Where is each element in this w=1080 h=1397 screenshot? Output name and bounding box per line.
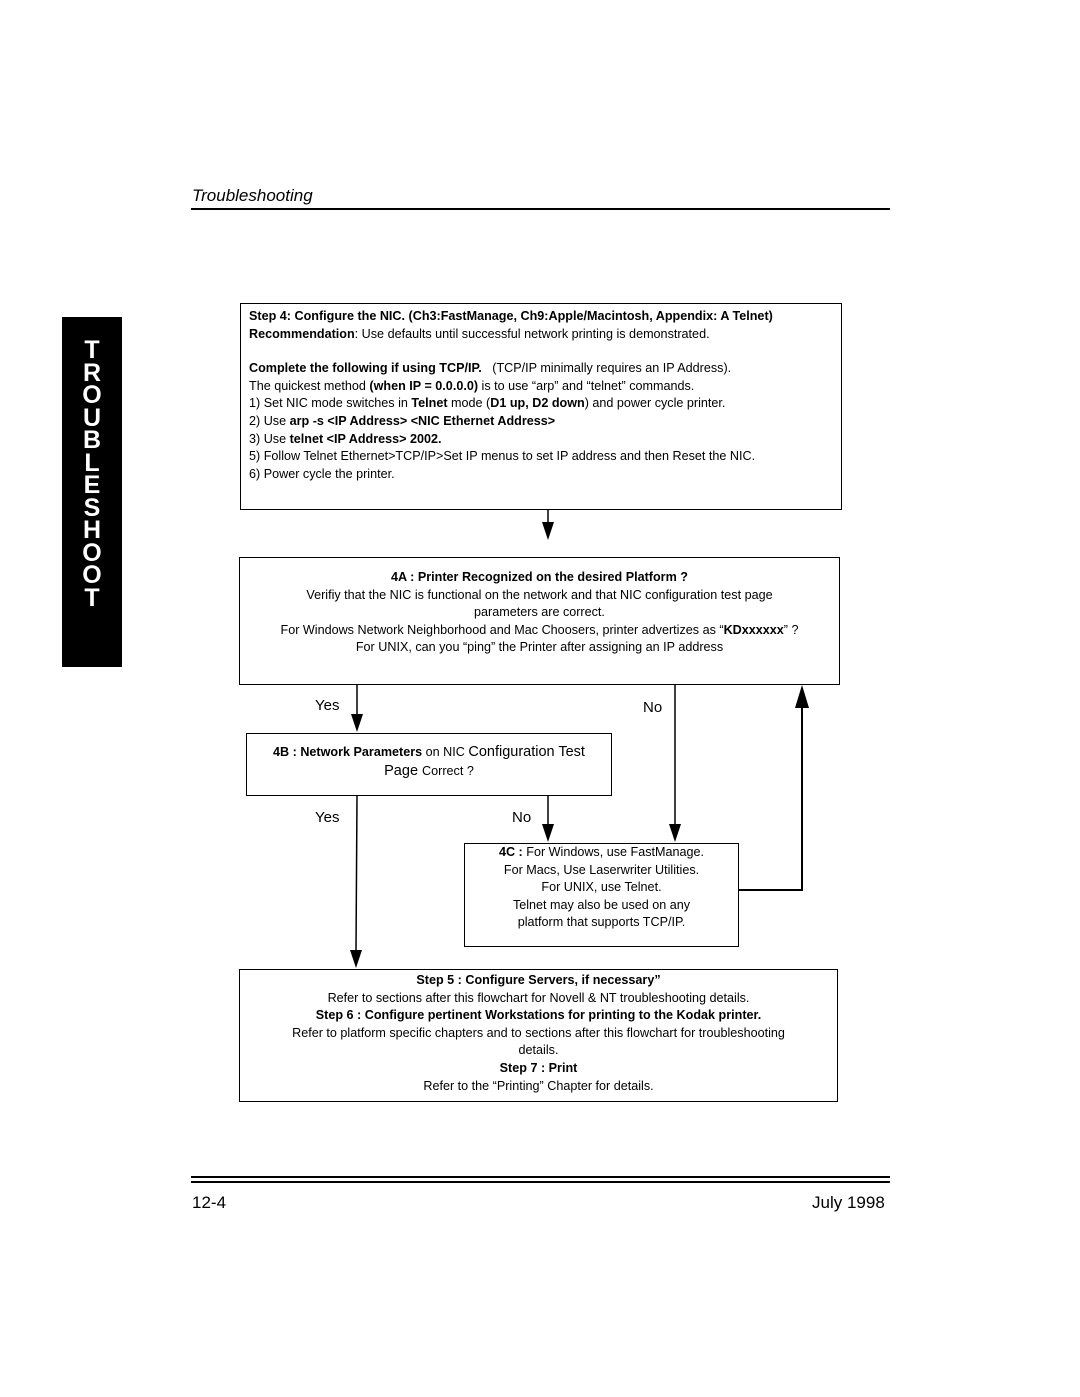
side-tab-letter: T (84, 336, 100, 364)
side-tab-letter: O (82, 561, 102, 589)
step4-title: Step 4: Configure the NIC. (Ch3:FastMana… (249, 309, 773, 323)
step4b-page: Page (384, 763, 423, 779)
step4c-box: 4C : For Windows, use FastManage. For Ma… (464, 843, 739, 947)
step4c-line5: platform that supports TCP/IP. (517, 915, 686, 930)
step6-text-1: Refer to platform specific chapters and … (292, 1025, 785, 1040)
side-tab-letter: O (82, 381, 102, 409)
advertized-name: KDxxxxxx (723, 622, 784, 637)
yes-label-4a: Yes (315, 697, 340, 714)
recommendation-text: : Use defaults until successful network … (354, 326, 710, 341)
footer-date: July 1998 (812, 1193, 885, 1212)
step4-box: Step 4: Configure the NIC. (Ch3:FastMana… (240, 303, 842, 510)
step4a-line1: Verifiy that the NIC is functional on th… (306, 587, 773, 602)
side-tab-letter: T (84, 583, 100, 612)
switch-settings: D1 up, D2 down (490, 396, 585, 411)
page-number: 12-4 (192, 1193, 227, 1212)
step4b-config-test: Configuration Test (468, 744, 585, 760)
list-item-3: 3) Use (249, 431, 290, 446)
yes-label-4b: Yes (315, 809, 340, 826)
step5-title: Step 5 : Configure Servers, if necessary… (416, 973, 661, 987)
step7-text: Refer to the “Printing” Chapter for deta… (423, 1078, 654, 1093)
side-tab-letter: B (82, 426, 102, 454)
list-item-1: 1) Set NIC mode switches in (249, 396, 412, 411)
list-item-6: 6) Power cycle the printer. (249, 466, 395, 481)
list-item-2: 2) Use (249, 413, 290, 428)
side-tab-letter: R (82, 358, 102, 387)
list-item-1-end: ) and power cycle printer. (584, 396, 726, 411)
step567-box: Step 5 : Configure Servers, if necessary… (239, 969, 838, 1102)
step4b-correct: Correct ? (422, 764, 474, 778)
side-tab-letter: E (83, 471, 101, 499)
step4a-line3-end: ” ? (783, 622, 799, 637)
list-item-1-part: mode ( (447, 396, 491, 411)
side-tab-letter: H (82, 516, 102, 544)
step4c-label: 4C : (498, 845, 523, 859)
running-header-title: Troubleshooting (192, 186, 313, 205)
tcp-note: (TCP/IP minimally requires an IP Address… (492, 361, 732, 376)
header-rule (191, 208, 890, 210)
no-label-4b: No (512, 809, 532, 826)
recommendation-label: Recommendation (249, 326, 355, 341)
side-tab-letter: L (84, 448, 100, 477)
side-tab-letter: S (83, 493, 101, 522)
side-tab-letter: U (82, 403, 102, 432)
step5-text: Refer to sections after this flowchart f… (327, 990, 750, 1005)
step4a-line3: For Windows Network Neighborhood and Mac… (280, 622, 724, 637)
side-tab-troubleshoot: T R O U B L E S H O O T (62, 317, 122, 667)
footer-rule-top (191, 1176, 890, 1178)
step4b-title: 4B : Network Parameters (273, 745, 423, 759)
no-label-4a: No (643, 699, 663, 716)
step4c-line3: For UNIX, use Telnet. (541, 880, 662, 895)
quick-method-rest: is to use “arp” and “telnet” commands. (478, 378, 695, 393)
step4b-box: 4B : Network Parameters on NIC Configura… (246, 733, 612, 796)
step4c-line2: For Macs, Use Laserwriter Utilities. (503, 862, 700, 877)
step4a-box: 4A : Printer Recognized on the desired P… (239, 557, 840, 685)
telnet-command: telnet <IP Address> 2002. (289, 431, 442, 446)
step4a-title: 4A : Printer Recognized on the desired P… (391, 570, 688, 584)
footer-rule-bottom (191, 1181, 890, 1183)
step6-text-2: details. (518, 1043, 559, 1058)
tcp-label: Complete the following if using TCP/IP. (249, 361, 482, 376)
list-item-5: 5) Follow Telnet Ethernet>TCP/IP>Set IP … (249, 449, 756, 464)
step6-title: Step 6 : Configure pertinent Workstation… (315, 1008, 762, 1023)
step4a-line2: parameters are correct. (474, 605, 605, 620)
step4c-line4: Telnet may also be used on any (512, 897, 691, 912)
step4a-line4: For UNIX, can you “ping” the Printer aft… (355, 640, 724, 655)
step4b-on-nic: on NIC (422, 745, 469, 759)
quick-method-text: The quickest method (249, 378, 370, 393)
step4c-line1: For Windows, use FastManage. (522, 845, 705, 859)
quick-method-condition: (when IP = 0.0.0.0) (369, 378, 479, 393)
step7-title: Step 7 : Print (499, 1060, 578, 1075)
side-tab-letter: O (82, 538, 102, 567)
arp-command: arp -s <IP Address> <NIC Ethernet Addres… (289, 413, 556, 428)
telnet-mode: Telnet (411, 396, 448, 411)
